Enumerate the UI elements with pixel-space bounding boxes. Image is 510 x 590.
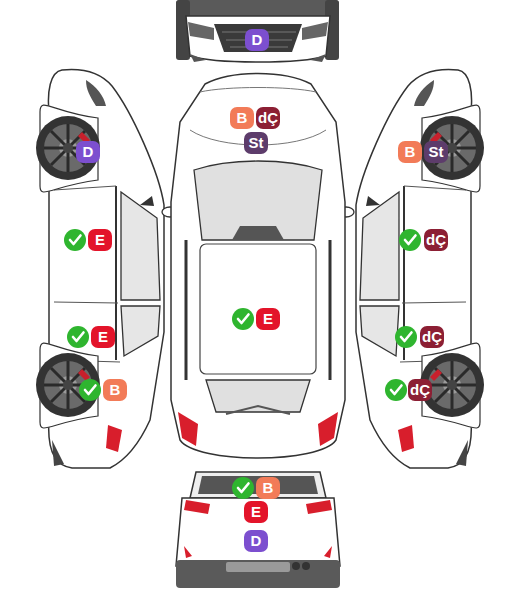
rear-view	[176, 472, 340, 588]
damage-badge: dÇ	[420, 326, 444, 348]
car-drawing-part	[178, 412, 198, 446]
car-drawing-part	[238, 484, 249, 493]
car-drawing-part	[399, 229, 421, 251]
badge-code: dÇ	[258, 107, 278, 129]
car-drawing-part	[70, 236, 81, 245]
car-drawing-part	[385, 379, 407, 401]
badge-code: B	[237, 107, 248, 129]
car-drawing-part	[232, 226, 284, 240]
badge-code: St	[429, 141, 444, 163]
car-drawing-part	[395, 326, 417, 348]
damage-badge: dÇ	[408, 379, 432, 401]
car-drawing-part	[318, 412, 338, 446]
car-drawing-part	[395, 326, 417, 348]
car-drawing-part	[232, 308, 254, 330]
badge-code: D	[252, 29, 263, 51]
badge-code: E	[251, 501, 261, 523]
damage-badge: E	[91, 326, 115, 348]
car-drawing-part	[194, 161, 322, 240]
car-drawing-part	[292, 562, 300, 570]
car-drawing-part	[206, 380, 310, 412]
badge-code: E	[263, 308, 273, 330]
damage-badge: D	[245, 29, 269, 51]
car-drawing-part	[186, 16, 330, 62]
car-drawing-part	[238, 315, 249, 324]
badge-code: dÇ	[422, 326, 442, 348]
car-drawing-part	[186, 240, 330, 380]
car-drawing-part	[85, 386, 96, 395]
badge-code: E	[98, 326, 108, 348]
car-drawing-part	[176, 560, 340, 588]
car-drawing-part	[232, 477, 254, 499]
car-drawing-part	[176, 498, 340, 566]
damage-badge: B	[103, 379, 127, 401]
car-drawing-part	[232, 308, 254, 330]
front-view	[176, 0, 339, 62]
badge-code: D	[83, 141, 94, 163]
car-drawing-part	[67, 326, 89, 348]
damage-badge: B	[256, 477, 280, 499]
check-marks	[64, 229, 421, 499]
badge-code: B	[405, 141, 416, 163]
damage-badge: E	[256, 308, 280, 330]
damage-badge: D	[244, 530, 268, 552]
top-view	[162, 74, 354, 459]
left-side-view	[36, 70, 164, 468]
car-drawing-part	[200, 244, 316, 374]
car-drawing-part	[306, 500, 332, 514]
car-drawing-part	[232, 477, 254, 499]
car-drawing-part	[405, 236, 416, 245]
car-drawing-part	[385, 379, 407, 401]
car-drawing-part	[302, 22, 328, 40]
badge-code: D	[251, 530, 262, 552]
badge-code: dÇ	[426, 229, 446, 251]
damage-badge: E	[88, 229, 112, 251]
damage-badge: B	[398, 141, 422, 163]
car-drawing-part	[64, 229, 86, 251]
damage-badge: E	[244, 501, 268, 523]
car-drawing-part	[79, 379, 101, 401]
right-side-view	[356, 70, 484, 468]
damage-badge: dÇ	[424, 229, 448, 251]
car-drawing-part	[64, 229, 86, 251]
car-drawing-part	[190, 54, 326, 62]
damage-badge: St	[424, 141, 448, 163]
car-drawing-part	[171, 74, 345, 459]
car-drawing-part	[190, 472, 326, 498]
car-drawing-part	[391, 386, 402, 395]
badge-code: B	[110, 379, 121, 401]
car-drawing-part	[67, 326, 89, 348]
car-drawing-part	[302, 562, 310, 570]
car-drawing-part	[188, 22, 214, 40]
car-drawing-part	[79, 379, 101, 401]
car-drawing-part	[214, 24, 302, 52]
car-drawing-part	[399, 229, 421, 251]
damage-badge: St	[244, 132, 268, 154]
car-drawing-part	[73, 333, 84, 342]
badge-code: B	[263, 477, 274, 499]
car-drawing-part	[401, 333, 412, 342]
car-drawing-part	[226, 406, 290, 414]
badge-code: St	[249, 132, 264, 154]
badge-code: dÇ	[410, 379, 430, 401]
damage-badge: dÇ	[256, 107, 280, 129]
badge-code: E	[95, 229, 105, 251]
damage-badge: D	[76, 141, 100, 163]
car-drawing-part	[184, 500, 210, 514]
car-drawing-part	[226, 562, 290, 572]
damage-badge: B	[230, 107, 254, 129]
